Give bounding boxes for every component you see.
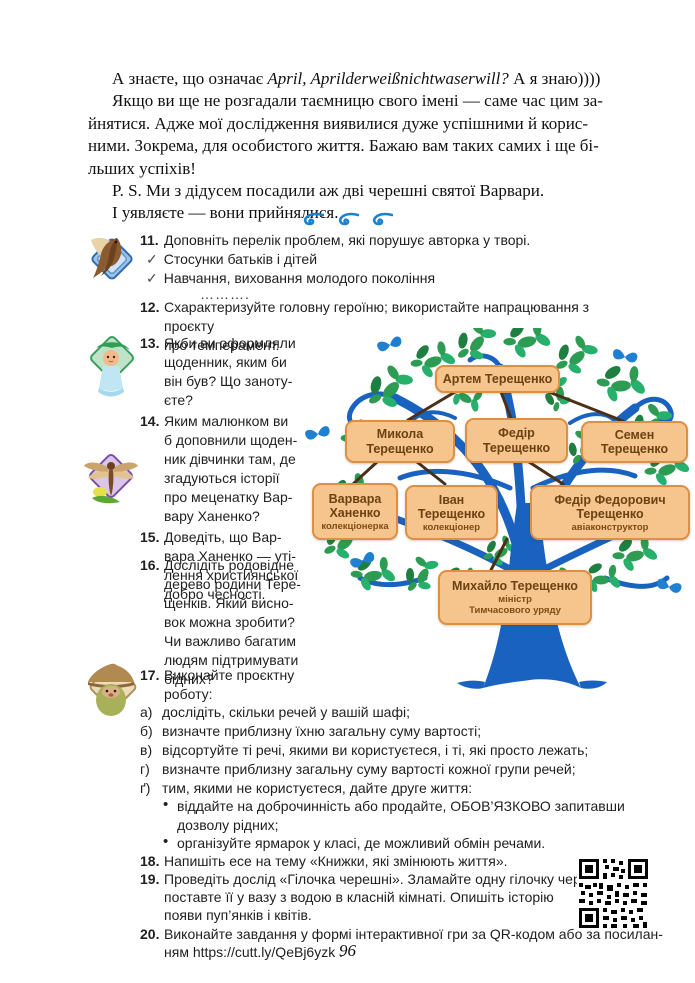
task-11-number: 11. bbox=[140, 232, 159, 248]
subtask-v: в) відсортуйте ті речі, якими ви користу… bbox=[140, 742, 589, 758]
task-11-check-2: ✓Навчання, виховання молодого покоління bbox=[146, 270, 436, 286]
task-17-number: 17. bbox=[140, 667, 160, 683]
tree-node-subtitle: міністр Тимчасового уряду bbox=[469, 593, 561, 616]
tree-node-artem: Артем Терещенко bbox=[435, 365, 560, 393]
bullet-icon: • bbox=[163, 796, 169, 813]
task-12-text: Схарактеризуйте головну героїню; викорис… bbox=[164, 299, 590, 353]
task-12: 12. Схарактеризуйте головну героїню; вик… bbox=[140, 298, 634, 355]
task-16-text: Дослідіть родовідне дерево родини Тере- … bbox=[164, 557, 301, 687]
tree-node-subtitle: колекціонерка bbox=[321, 520, 389, 532]
bullet-icon: • bbox=[163, 833, 169, 850]
task-11-text: Доповніть перелік проблем, які порушує а… bbox=[164, 232, 531, 248]
tree-node-fedir-fedorovych: Федір Федорович Терещенко авіаконструкто… bbox=[530, 485, 690, 540]
tree-node-name: Варвара Ханенко bbox=[328, 491, 382, 521]
task-20-text[interactable]: Виконайте завдання у формі інтерактивної… bbox=[164, 926, 663, 960]
task-13-number: 13. bbox=[140, 335, 160, 351]
task-15: 15. Доведіть, що Вар- вара Ханенко — уті… bbox=[140, 528, 316, 604]
page-number: 96 bbox=[339, 941, 356, 960]
qr-code[interactable] bbox=[577, 857, 650, 930]
terechshenko-family-tree: Артем Терещенко Микола Терещенко Федір Т… bbox=[305, 328, 695, 693]
swirl-icon bbox=[372, 212, 394, 226]
forest-gnome-icon bbox=[84, 660, 138, 731]
task-15-number: 15. bbox=[140, 529, 160, 545]
intro-p1-prefix: А знаєте, що означає bbox=[112, 69, 268, 88]
intro-paragraph-2: Якщо ви ще не розгадали таємницю свого і… bbox=[88, 91, 603, 178]
intro-p1-suffix: А я знаю)))) bbox=[508, 69, 601, 88]
tree-node-subtitle: колекціонер bbox=[422, 521, 481, 533]
task-18-number: 18. bbox=[140, 853, 160, 869]
tree-node-varvara: Варвара Ханенко колекціонерка bbox=[312, 483, 398, 540]
tree-node-subtitle: авіаконструктор bbox=[571, 521, 649, 533]
task-14-text: Яким малюнком ви б доповнили щоден- ник … bbox=[164, 413, 298, 524]
subtask-b: б) визначте приблизну їхню загальну суму… bbox=[140, 723, 482, 739]
fairy-girl-icon bbox=[84, 336, 138, 405]
task-16: 16. Дослідіть родовідне дерево родини Те… bbox=[140, 556, 316, 689]
task-16-number: 16. bbox=[140, 557, 160, 573]
task-19: 19. Проведіть дослід «Гілочка черешні». … bbox=[140, 870, 684, 924]
checkmark-icon: ✓ bbox=[146, 270, 158, 286]
dragonfly-icon bbox=[82, 450, 139, 519]
task-19-number: 19. bbox=[140, 871, 160, 887]
bullet-item-2: • організуйте ярмарок у класі, де можлив… bbox=[163, 833, 546, 851]
task-20-number: 20. bbox=[140, 926, 160, 942]
task-11: 11. Доповніть перелік проблем, які поруш… bbox=[140, 231, 634, 250]
task-20: 20. Виконайте завдання у формі інтеракти… bbox=[140, 925, 694, 961]
tree-node-ivan: Іван Терещенко колекціонер bbox=[405, 485, 498, 540]
tree-node-fedir: Федір Терещенко bbox=[465, 418, 568, 463]
task-17: 17. Виконайте проєктну роботу: bbox=[140, 666, 316, 704]
tree-node-name: Федір Федорович Терещенко bbox=[554, 492, 666, 522]
tree-node-name: Федір Терещенко bbox=[482, 426, 551, 455]
task-13: 13. Якби ви оформляли щоденник, яким би … bbox=[140, 334, 316, 410]
section-divider bbox=[0, 210, 695, 228]
subtask-g: ґ) тим, якими не користуєтеся, дайте дру… bbox=[140, 780, 473, 796]
task-11-ellipsis: ………. bbox=[200, 286, 250, 302]
task-11-check-1: ✓Стосунки батьків і дітей bbox=[146, 251, 318, 267]
task-14: 14. Яким малюнком ви б доповнили щоден- … bbox=[140, 412, 316, 526]
intro-paragraphs: А знаєте, що означає April, Aprilderweiß… bbox=[88, 68, 618, 225]
tree-node-name: Микола Терещенко bbox=[366, 427, 434, 456]
swirl-icon bbox=[338, 212, 359, 226]
intro-p1-italic: April, Aprilderweißnichtwaserwill? bbox=[267, 69, 509, 88]
tree-node-semen: Семен Терещенко bbox=[581, 421, 688, 463]
task-15-text: Доведіть, що Вар- вара Ханенко — уті- ле… bbox=[164, 529, 299, 602]
subtask-a: а) дослідіть, скільки речей у вашій шафі… bbox=[140, 704, 410, 720]
intro-paragraph-1: А знаєте, що означає April, Aprilderweiß… bbox=[88, 68, 618, 90]
intro-paragraph-ps: P. S. Ми з дідусем посадили аж дві череш… bbox=[112, 181, 545, 201]
checkmark-icon: ✓ bbox=[146, 251, 158, 267]
tree-node-mykola: Микола Терещенко bbox=[345, 420, 455, 463]
intro-paragraph-4: І уявляєте — вони прийнялися. bbox=[112, 203, 339, 223]
tree-node-mykhailo: Михайло Терещенко міністр Тимчасового ур… bbox=[438, 570, 592, 625]
swirl-icon bbox=[303, 212, 325, 226]
subtask-h: г) визначте приблизну загальну суму варт… bbox=[140, 761, 576, 777]
task-19-text: Проведіть дослід «Гілочка черешні». Злам… bbox=[164, 871, 614, 923]
task-13-text: Якби ви оформляли щоденник, яким би він … bbox=[164, 335, 296, 408]
tree-node-name: Семен Терещенко bbox=[600, 427, 669, 457]
bullet-item-1: • віддайте на доброчинність або продайте… bbox=[163, 796, 625, 833]
task-18-text: Напишіть есе на тему «Книжки, які змінюю… bbox=[164, 853, 508, 869]
hawk-icon bbox=[83, 232, 138, 291]
tree-node-name: Михайло Терещенко bbox=[452, 579, 578, 594]
task-18: 18. Напишіть есе на тему «Книжки, які зм… bbox=[140, 852, 684, 871]
task-17-text: Виконайте проєктну роботу: bbox=[164, 667, 295, 702]
task-14-number: 14. bbox=[140, 413, 160, 429]
tree-node-name: Іван Терещенко bbox=[417, 492, 486, 522]
task-12-number: 12. bbox=[140, 299, 160, 315]
tree-node-name: Артем Терещенко bbox=[442, 371, 553, 386]
